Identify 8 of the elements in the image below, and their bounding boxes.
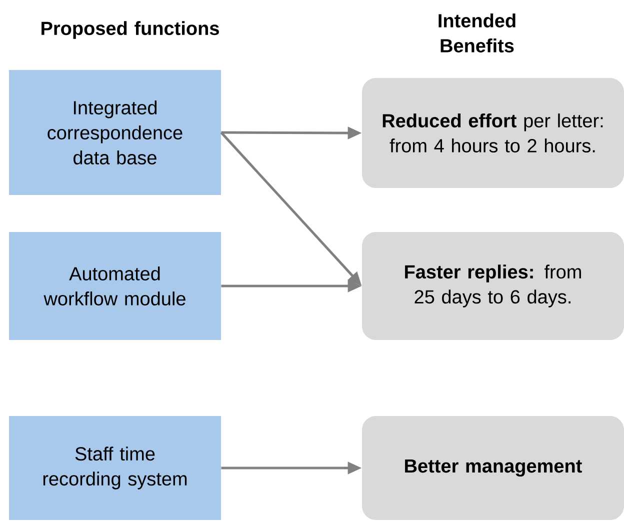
benefit-box: Better management bbox=[362, 416, 624, 520]
function-box: Staff time recording system bbox=[9, 416, 221, 520]
benefit-box: Reduced effort per letter: from 4 hours to 2 hours. bbox=[362, 78, 624, 188]
function-box: Automated workflow module bbox=[9, 232, 221, 340]
benefit-box: Faster replies: from 25 days to 6 days. bbox=[362, 232, 624, 340]
column-heading: Proposed functions bbox=[42, 21, 219, 39]
function-box: Integrated correspondence data base bbox=[9, 70, 221, 195]
column-heading: Intended Benefits bbox=[438, 14, 516, 52]
